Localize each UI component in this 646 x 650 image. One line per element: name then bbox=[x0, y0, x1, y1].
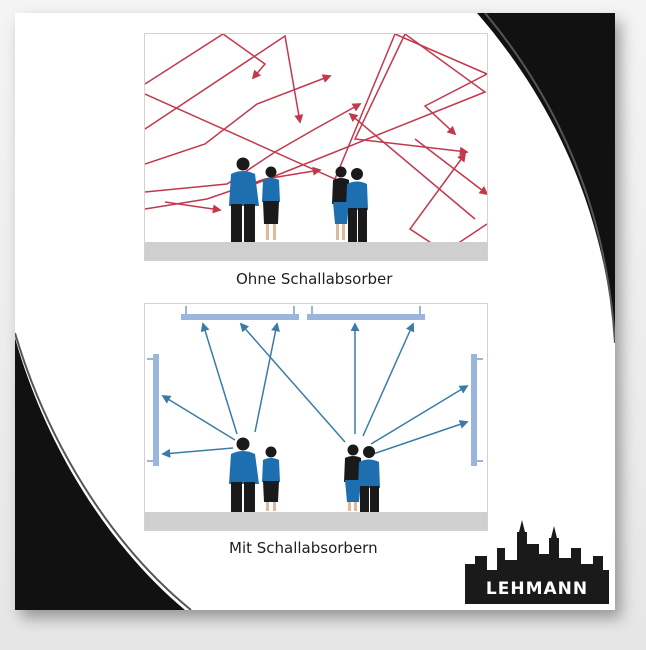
absorption-diagram bbox=[145, 306, 487, 530]
wall-absorber-left bbox=[147, 354, 159, 466]
people-pair-right bbox=[344, 444, 380, 512]
people-pair-right bbox=[332, 166, 368, 242]
panel-with-absorbers bbox=[144, 303, 488, 531]
slide-card: Ohne Schallabsorber bbox=[15, 13, 615, 610]
reflection-arrows bbox=[145, 34, 487, 253]
wall-absorber-right bbox=[471, 354, 483, 466]
lehmann-logo bbox=[465, 520, 609, 604]
logo-text: LEHMANN bbox=[485, 579, 589, 599]
caption-with-absorbers: Mit Schallabsorbern bbox=[229, 539, 378, 557]
ceiling-absorbers bbox=[181, 306, 425, 320]
floor bbox=[145, 242, 487, 260]
people-pair-left bbox=[229, 157, 280, 242]
absorbed-arrows bbox=[161, 322, 469, 458]
panel-without-absorbers bbox=[144, 33, 488, 261]
caption-without-absorbers: Ohne Schallabsorber bbox=[236, 270, 393, 288]
background-swoosh bbox=[15, 13, 615, 610]
logo-plate bbox=[467, 576, 605, 602]
reflection-diagram bbox=[145, 34, 487, 260]
floor bbox=[145, 512, 487, 530]
people-pair-left bbox=[229, 437, 280, 512]
